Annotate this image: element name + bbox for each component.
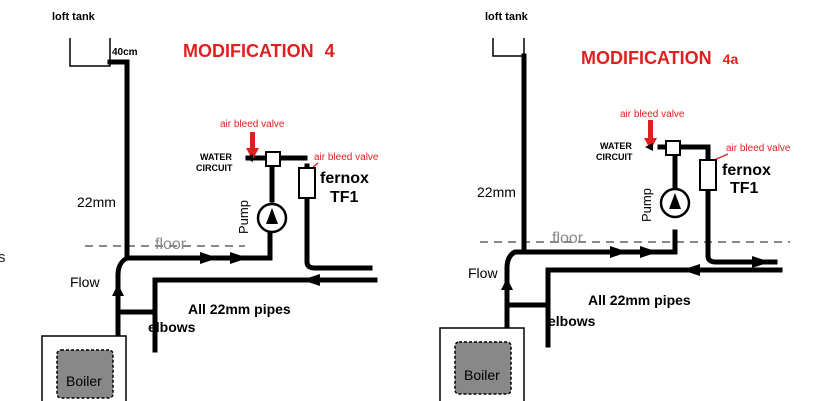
elbows-label: elbows	[548, 313, 596, 329]
title-suffix: 4	[325, 41, 335, 61]
flow-label: Flow	[468, 265, 498, 281]
air-bleed-arrow-shaft	[250, 132, 255, 150]
boiler-label: Boiler	[66, 373, 102, 389]
loft-tank	[492, 38, 525, 57]
fernox-label: fernox	[320, 170, 369, 187]
flow-pipe-to-boiler	[115, 254, 131, 353]
boiler-label: Boiler	[464, 367, 500, 383]
diagram-modification-4: loft tank 40cm MODIFICATION 4 floor air …	[41, 11, 379, 401]
flow-up-arrow	[112, 284, 124, 296]
fernox-label: fernox	[722, 162, 771, 179]
air-bleed-arrow-head	[246, 148, 259, 160]
return-pipe	[115, 277, 378, 315]
pipe-size-label: 22mm	[477, 184, 516, 200]
title-text: MODIFICATION	[183, 41, 314, 61]
pump-arrow-icon	[266, 208, 278, 224]
air-bleed-label-side: air bleed valve	[314, 152, 379, 163]
water-circuit-label: WATER	[600, 141, 632, 151]
boiler-core	[454, 341, 512, 395]
pipes-note: All 22mm pipes	[588, 292, 691, 308]
water-circuit-arrow	[245, 154, 253, 162]
loft-tank-label: loft tank	[52, 11, 96, 23]
floor-label: floor	[155, 236, 187, 253]
air-bleed-label-side: air bleed valve	[726, 143, 791, 154]
water-circuit-arrow	[645, 143, 653, 151]
modification-title: MODIFICATION 4a	[581, 48, 738, 68]
loft-tank	[69, 38, 111, 67]
fernox-filter	[699, 159, 717, 191]
fernox-filter	[298, 167, 316, 199]
return-arrow	[302, 274, 320, 286]
valve-box	[265, 151, 281, 167]
left-edge-fragment: s	[0, 249, 6, 266]
flow-arrow-1	[200, 252, 218, 264]
air-bleed-label-top: air bleed valve	[220, 119, 285, 130]
vent-and-flow-pipe	[521, 53, 678, 255]
water-circuit-label-2: CIRCUIT	[196, 163, 233, 173]
flow-up-arrow	[501, 278, 513, 290]
pump-arrow-icon	[669, 193, 681, 209]
return-pipe	[504, 267, 783, 308]
boiler-core	[56, 349, 114, 399]
filter-outlet-pipe	[705, 144, 778, 265]
pipes-note: All 22mm pipes	[188, 301, 291, 317]
flow-arrow-1	[610, 246, 628, 258]
flow-label: Flow	[70, 274, 100, 290]
air-bleed-arrow-head	[644, 138, 657, 150]
tf1-label: TF1	[730, 180, 759, 197]
title-suffix: 4a	[723, 51, 739, 67]
height-label: 40cm	[112, 47, 138, 58]
flow-arrow-2	[640, 246, 658, 258]
flow-pipe-to-boiler	[504, 249, 527, 348]
pipe-size-label: 22mm	[77, 194, 116, 210]
loft-tank-label: loft tank	[485, 11, 529, 23]
diagram-modification-4a: loft tank MODIFICATION 4a floor air blee…	[439, 11, 791, 401]
floor-label: floor	[552, 230, 584, 247]
title-text: MODIFICATION	[581, 48, 712, 68]
outlet-arrow	[752, 256, 770, 268]
water-circuit-label-2: CIRCUIT	[596, 152, 633, 162]
elbows-label: elbows	[148, 319, 196, 335]
valve-box	[665, 140, 681, 156]
pump-label: Pump	[639, 188, 654, 222]
air-bleed-label-top: air bleed valve	[620, 109, 685, 120]
modification-title: MODIFICATION 4	[183, 41, 335, 61]
air-bleed-arrow-shaft	[648, 120, 653, 140]
return-arrow	[682, 264, 700, 276]
pump-label: Pump	[236, 200, 251, 234]
water-circuit-label: WATER	[200, 152, 232, 162]
tf1-label: TF1	[330, 189, 359, 206]
flow-arrow-2	[230, 252, 248, 264]
